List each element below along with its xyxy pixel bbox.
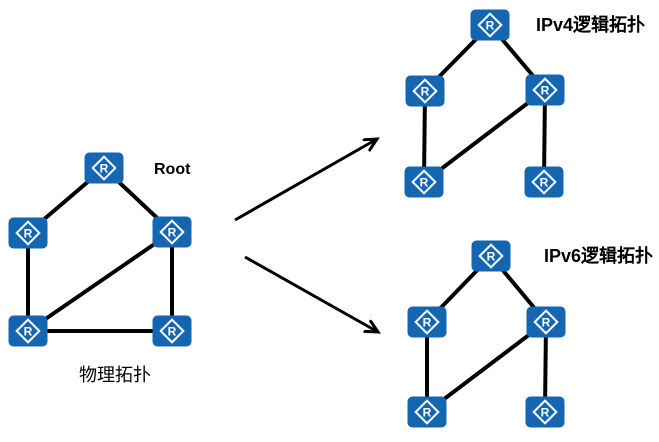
router-node-ipv6-top: R bbox=[471, 240, 511, 272]
router-icon-body bbox=[526, 306, 566, 338]
router-node-ipv6-bottom-right: R bbox=[525, 396, 565, 428]
router-node-ipv6-bottom-left: R bbox=[407, 396, 447, 428]
router-icon-diamond bbox=[478, 243, 504, 269]
router-icon-body bbox=[8, 315, 48, 347]
router-node-ipv4-right: R bbox=[525, 74, 565, 106]
router-icon-diamond bbox=[414, 309, 440, 335]
ipv6-topology-label: IPv6逻辑拓扑 bbox=[544, 246, 654, 266]
router-icon-body bbox=[404, 166, 444, 198]
router-node-ipv6-left: R bbox=[407, 306, 447, 338]
router-node-physical-bottom-right: R bbox=[152, 315, 192, 347]
router-icon-diamond bbox=[531, 169, 557, 195]
router-node-ipv4-bottom-right: R bbox=[524, 166, 564, 198]
router-icon-letter: R bbox=[168, 325, 177, 339]
router-icon-diamond bbox=[159, 318, 185, 344]
router-node-ipv4-bottom-left: R bbox=[404, 166, 444, 198]
router-icon-body bbox=[152, 216, 192, 248]
router-icon-body bbox=[407, 306, 447, 338]
router-icon-letter: R bbox=[421, 85, 430, 99]
router-icon-diamond bbox=[15, 318, 41, 344]
router-icon-letter: R bbox=[423, 316, 432, 330]
router-icon-diamond bbox=[477, 12, 503, 38]
router-node-ipv4-left: R bbox=[405, 75, 445, 107]
router-icon-body bbox=[524, 166, 564, 198]
router-icon-diamond bbox=[532, 399, 558, 425]
router-node-physical-right: R bbox=[152, 216, 192, 248]
router-icon-letter: R bbox=[486, 19, 495, 33]
router-icon-letter: R bbox=[24, 325, 33, 339]
arrow-to-ipv4 bbox=[234, 139, 377, 222]
router-icon-letter: R bbox=[541, 406, 550, 420]
router-icon-body bbox=[8, 217, 48, 249]
router-icon-body bbox=[84, 152, 124, 184]
router-icon-letter: R bbox=[540, 176, 549, 190]
router-node-physical-left: R bbox=[8, 217, 48, 249]
router-icon-letter: R bbox=[542, 316, 551, 330]
router-icon-body bbox=[470, 9, 510, 41]
link-ipv4-right-bottom-left bbox=[422, 88, 547, 184]
router-icon-body bbox=[152, 315, 192, 347]
router-icon-letter: R bbox=[100, 162, 109, 176]
router-node-physical-top: R bbox=[84, 152, 124, 184]
link-ipv6-right-bottom-left bbox=[425, 320, 548, 414]
router-icon-letter: R bbox=[168, 226, 177, 240]
router-icon-letter: R bbox=[423, 406, 432, 420]
ipv4-topology-label: IPv4逻辑拓扑 bbox=[536, 15, 646, 35]
router-icon-diamond bbox=[414, 399, 440, 425]
router-icon-diamond bbox=[412, 78, 438, 104]
routers-layer: R R R R R R R R R R R R R R R bbox=[8, 9, 566, 428]
router-icon-diamond bbox=[15, 220, 41, 246]
router-icon-diamond bbox=[533, 309, 559, 335]
root-label: Root bbox=[154, 161, 191, 178]
router-node-ipv4-top: R bbox=[470, 9, 510, 41]
router-icon-body bbox=[405, 75, 445, 107]
arrow-to-ipv6 bbox=[244, 255, 378, 332]
router-icon-letter: R bbox=[487, 250, 496, 264]
router-icon-letter: R bbox=[541, 84, 550, 98]
router-node-physical-bottom-left: R bbox=[8, 315, 48, 347]
router-icon-body bbox=[525, 74, 565, 106]
links-layer bbox=[26, 23, 548, 414]
link-physical-bottom-left-right bbox=[26, 230, 174, 333]
physical-topology-label: 物理拓扑 bbox=[79, 365, 151, 385]
router-icon-diamond bbox=[91, 155, 117, 181]
router-icon-letter: R bbox=[24, 227, 33, 241]
router-icon-diamond bbox=[159, 219, 185, 245]
mapping-arrows-layer bbox=[234, 139, 378, 332]
router-icon-body bbox=[471, 240, 511, 272]
router-icon-body bbox=[407, 396, 447, 428]
router-icon-letter: R bbox=[420, 176, 429, 190]
router-node-ipv6-right: R bbox=[526, 306, 566, 338]
router-icon-diamond bbox=[411, 169, 437, 195]
router-icon-body bbox=[525, 396, 565, 428]
router-icon-diamond bbox=[532, 77, 558, 103]
